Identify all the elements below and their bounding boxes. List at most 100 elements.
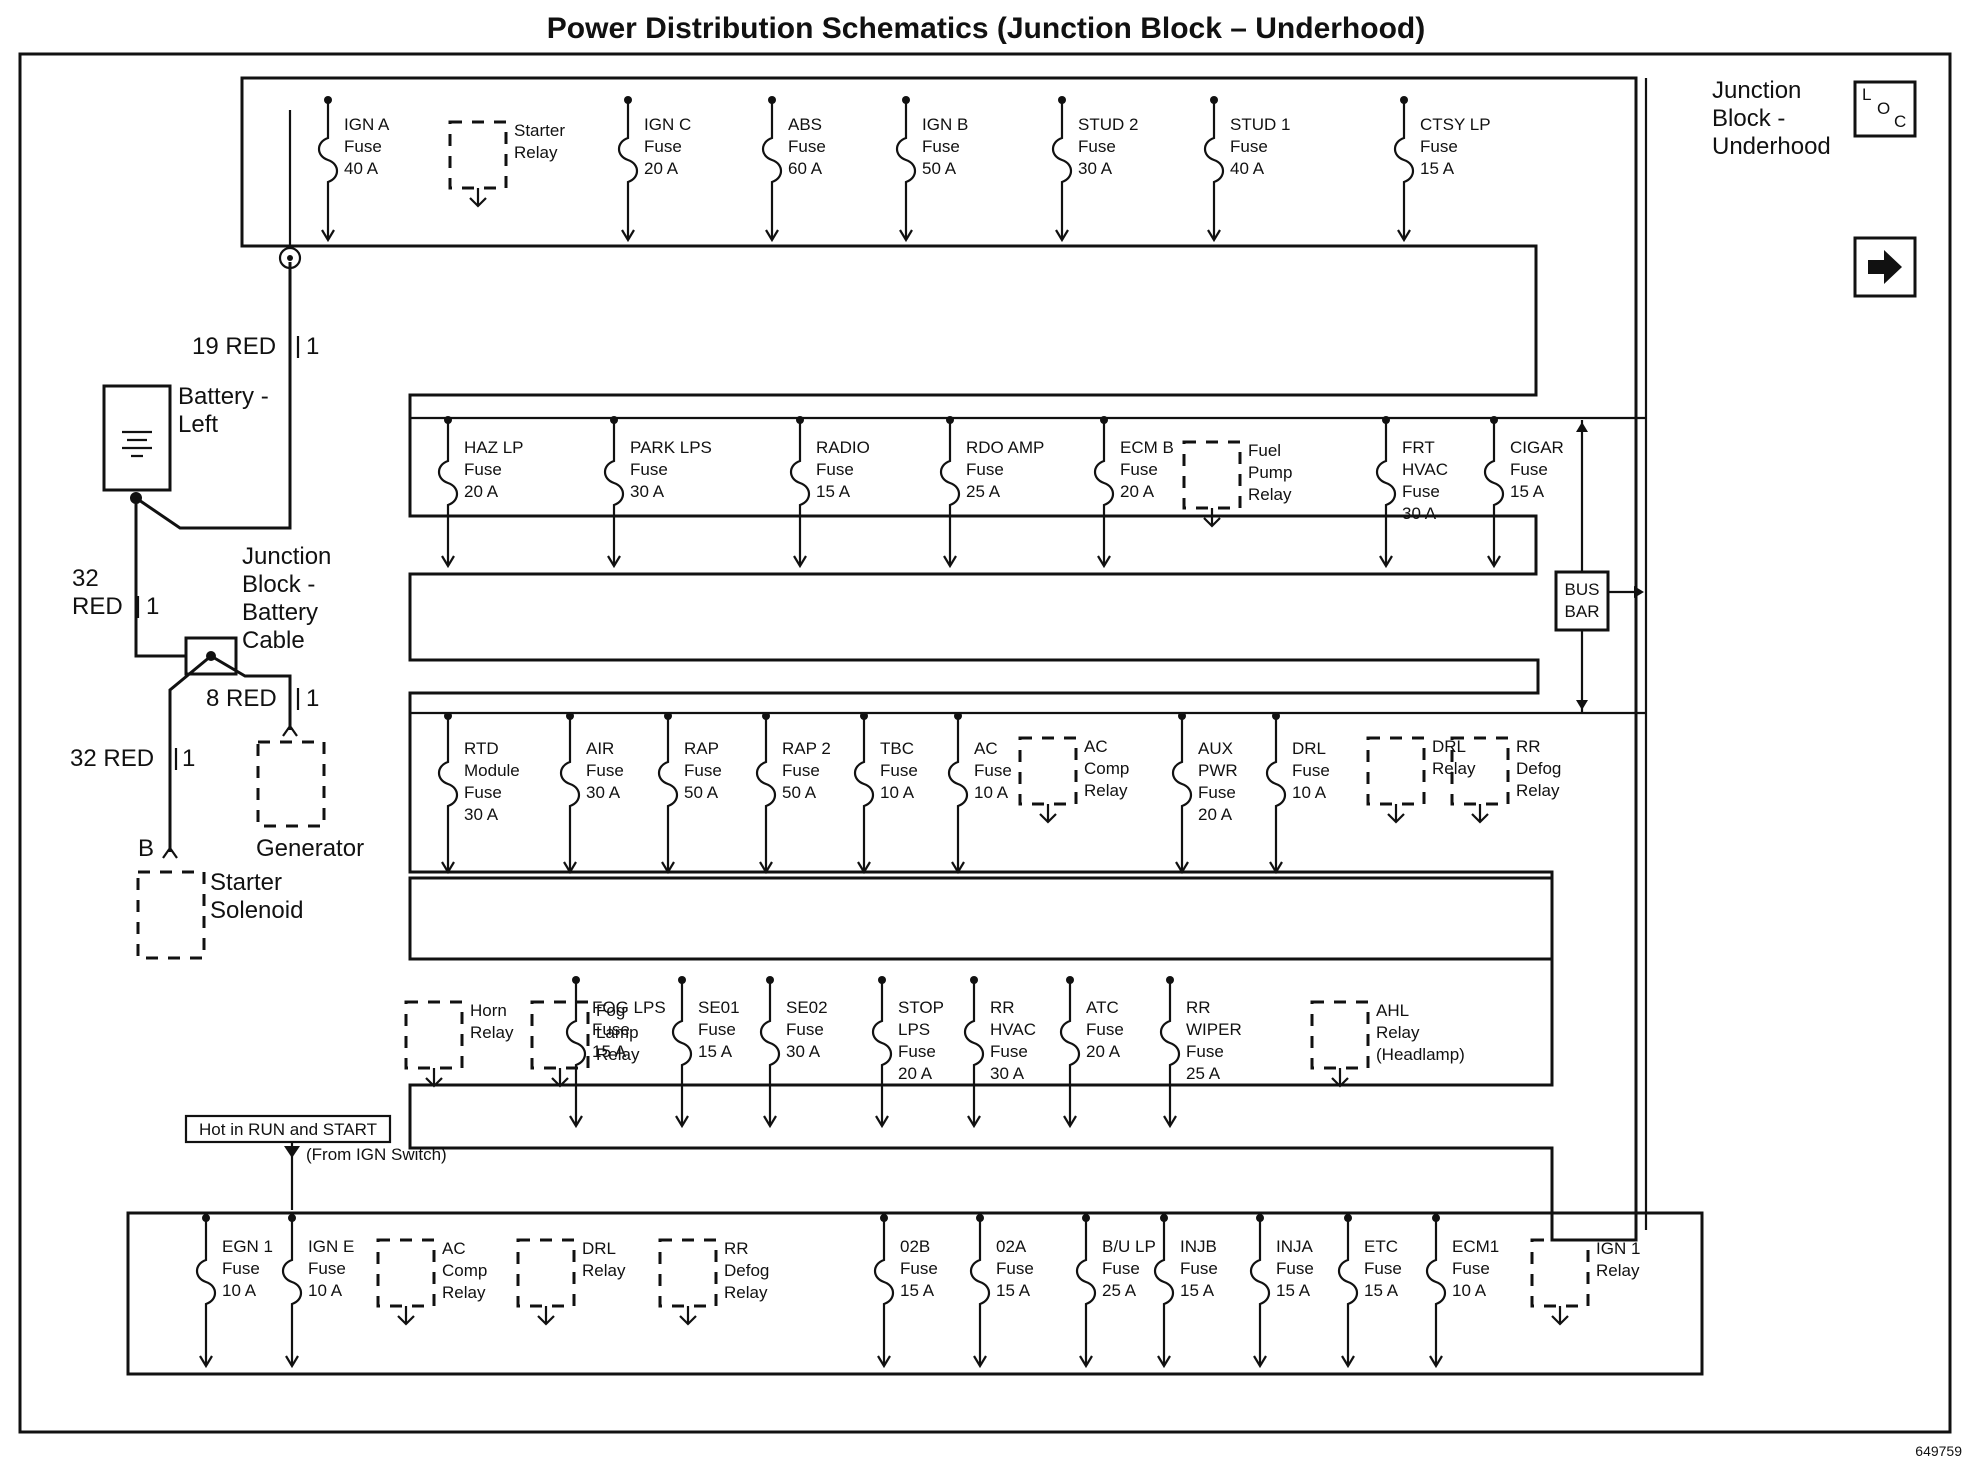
fuse-label: 15 A [1276,1281,1311,1300]
fuse-label: 40 A [1230,159,1265,178]
relay-label: Relay [514,143,558,162]
terminal-arrow-icon [621,229,635,243]
fuse-label: Fuse [922,137,960,156]
fuse-label: Fuse [1364,1259,1402,1278]
fuse-label: SE02 [786,998,828,1017]
fuse-label: LPS [898,1020,930,1039]
fuse-label: PARK LPS [630,438,712,457]
fuse-label: 20 A [1086,1042,1121,1061]
terminal-arrow-icon [1253,1355,1267,1369]
fuse-label: 10 A [974,783,1009,802]
relay-terminal-icon [1331,1068,1349,1088]
fuse-label: 02B [900,1237,930,1256]
relay-terminal-icon [1203,508,1221,528]
relay-box [1018,736,1078,806]
relay-box [1182,440,1242,510]
fuse-symbol [1203,100,1225,240]
cable-wire-label-2: RED [72,593,123,620]
fuse-label: Fuse [782,761,820,780]
fuse-symbol [1265,716,1287,872]
relay-label: AC [1084,737,1108,756]
relay-label: Relay [470,1023,514,1042]
relay-label: Horn [470,1001,507,1020]
fuse-label: B/U LP [1102,1237,1156,1256]
fuse-symbol [1159,980,1181,1126]
terminal-arrow-icon [321,229,335,243]
fuse-symbol [939,420,961,566]
fuse-label: 30 A [630,482,665,501]
fuse-label: CIGAR [1510,438,1564,457]
terminal-arrow-icon [1097,555,1111,569]
relay-label: Comp [1084,759,1129,778]
fuse-label: Fuse [586,761,624,780]
generator-wire-label: 8 RED [206,685,277,712]
junction-dot [610,416,618,424]
fuse-label: Fuse [1510,460,1548,479]
fuse-symbol [963,980,985,1126]
fuse-label: 02A [996,1237,1027,1256]
fuse-symbol [1153,1218,1175,1366]
bus-bar-label-2: BAR [1565,602,1600,621]
relay-label: RR [724,1239,749,1258]
loc-line-1: Junction [1712,77,1801,104]
fuse-label: AC [974,739,998,758]
jb-cable-label-1: Junction [242,543,331,570]
fuse-label: DRL [1292,739,1326,758]
fuse-label: IGN E [308,1237,354,1256]
relay-label: Relay [1432,759,1476,778]
bus-bar: BUS BAR [1554,420,1644,712]
figure-id: 649759 [1915,1443,1962,1459]
fuse-label: RR [1186,998,1211,1017]
